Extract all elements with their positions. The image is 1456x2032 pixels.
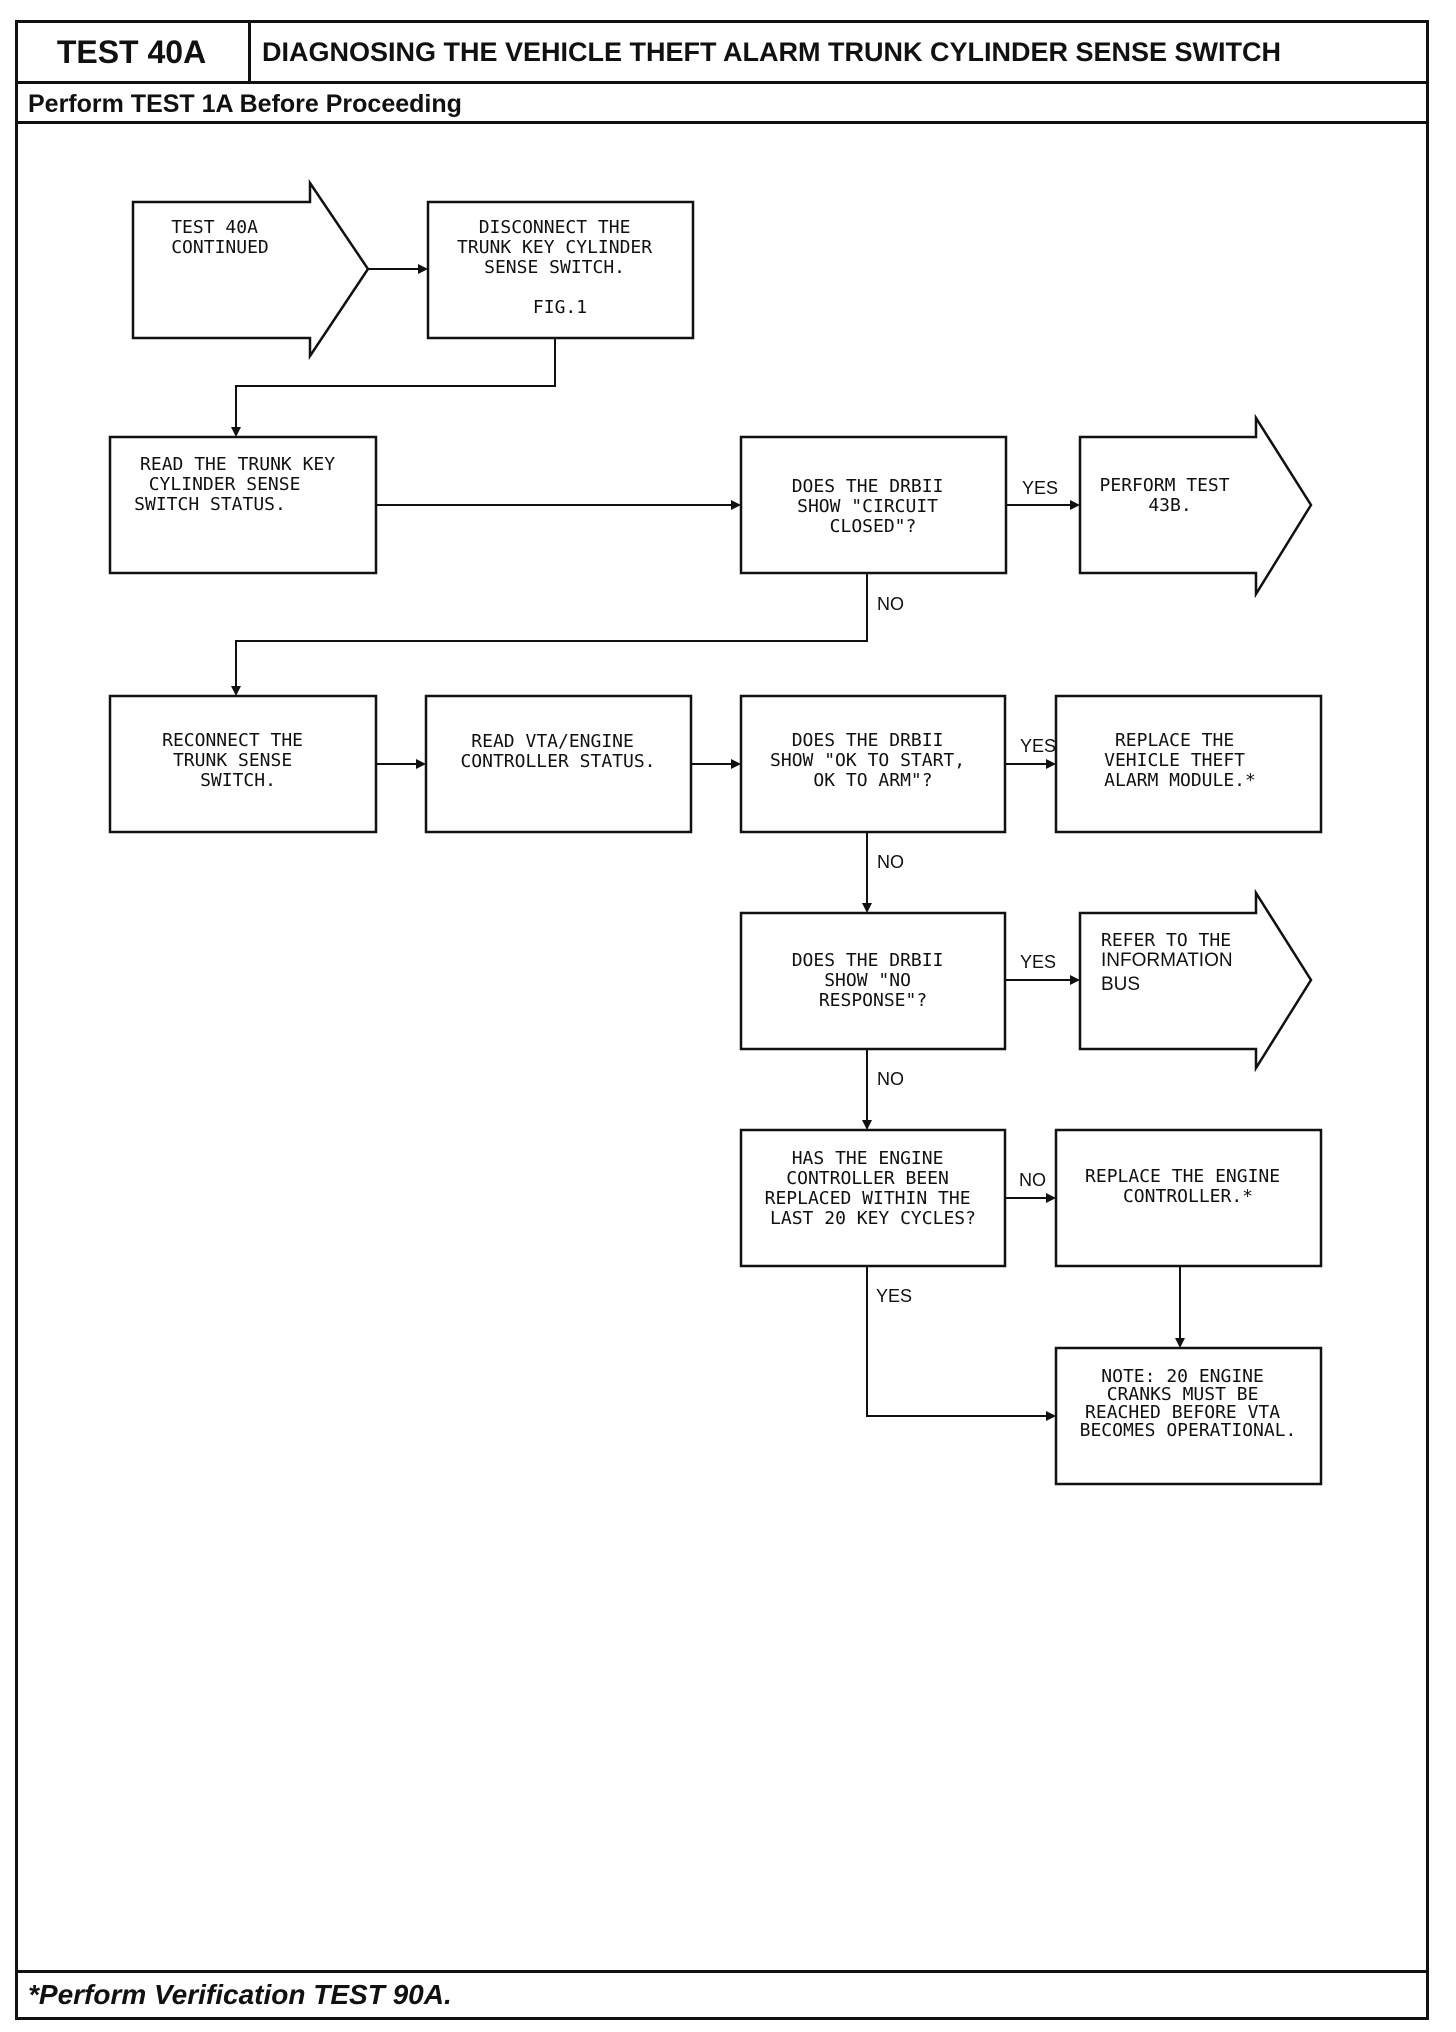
refer-information-bus-text: REFER TO THE INFORMATION BUS: [1101, 930, 1237, 995]
question-controller-replaced-text: HAS THE ENGINE CONTROLLER BEEN REPLACED …: [765, 1148, 982, 1229]
arrowhead: [731, 500, 741, 510]
footer-divider: [15, 1970, 1429, 1973]
arrowhead: [416, 759, 426, 769]
arrowhead: [1070, 975, 1080, 985]
arrowhead: [231, 686, 241, 696]
question-circuit-closed-text: DOES THE DRBII SHOW "CIRCUIT CLOSED"?: [792, 476, 955, 537]
arrowhead: [231, 427, 241, 437]
connector-yes-to-note: [866, 1266, 1048, 1417]
replace-engine-controller-text: REPLACE THE ENGINE CONTROLLER.*: [1085, 1166, 1291, 1207]
label-no-1: NO: [877, 594, 904, 614]
reconnect-box: [108, 694, 378, 834]
note-engine-cranks-text: NOTE: 20 ENGINE CRANKS MUST BE REACHED B…: [1080, 1366, 1297, 1441]
connector-no-to-reconnect: [235, 573, 868, 688]
arrowhead: [731, 759, 741, 769]
connector-disconnect-to-read-trunk: [235, 338, 556, 429]
start-arrow-shape: [131, 178, 370, 361]
footer-note: *Perform Verification TEST 90A.: [28, 1979, 452, 2010]
label-no-4: NO: [1019, 1170, 1046, 1190]
arrowhead: [862, 903, 872, 913]
start-text: TEST 40A CONTINUED: [171, 217, 269, 258]
label-yes-1: YES: [1022, 478, 1058, 498]
arrowhead: [1070, 500, 1080, 510]
disconnect-text: DISCONNECT THE TRUNK KEY CYLINDER SENSE …: [457, 217, 663, 318]
test-title: DIAGNOSING THE VEHICLE THEFT ALARM TRUNK…: [262, 36, 1282, 67]
refer-information-bus-arrow-shape: [1078, 888, 1313, 1073]
question-ok-to-start-text: DOES THE DRBII SHOW "OK TO START, OK TO …: [770, 730, 976, 791]
prerequisite-note: Perform TEST 1A Before Proceeding: [28, 89, 462, 118]
question-no-response-text: DOES THE DRBII SHOW "NO RESPONSE"?: [792, 950, 955, 1011]
question-controller-replaced-box: [739, 1128, 1007, 1268]
replace-engine-controller-box: [1054, 1128, 1323, 1268]
test-id: TEST 40A: [15, 20, 251, 84]
reconnect-text: RECONNECT THE TRUNK SENSE SWITCH.: [162, 730, 314, 791]
perform-43b-text: PERFORM TEST 43B.: [1100, 475, 1241, 516]
arrowhead: [1046, 1411, 1056, 1421]
arrowhead: [418, 264, 428, 274]
read-trunk-box: [108, 435, 378, 575]
label-yes-3: YES: [1020, 952, 1056, 972]
read-trunk-text: READ THE TRUNK KEY CYLINDER SENSE SWITCH…: [134, 454, 346, 515]
read-vta-box: [424, 694, 693, 834]
replace-vta-module-box: [1054, 694, 1323, 834]
arrowhead: [862, 1120, 872, 1130]
label-yes-2: YES: [1020, 736, 1056, 756]
question-no-response-box: [739, 911, 1007, 1051]
replace-vta-module-text: REPLACE THE VEHICLE THEFT ALARM MODULE.*: [1104, 730, 1256, 791]
header-row: [15, 20, 1429, 84]
arrowhead: [1175, 1338, 1185, 1348]
prereq-row: [15, 84, 1429, 124]
disconnect-box: [426, 200, 695, 340]
label-yes-4: YES: [876, 1286, 912, 1306]
label-no-3: NO: [877, 1069, 904, 1089]
question-ok-to-start-box: [739, 694, 1007, 834]
arrowhead: [1046, 1193, 1056, 1203]
note-engine-cranks-box: [1054, 1346, 1323, 1486]
label-no-2: NO: [877, 852, 904, 872]
read-vta-text: READ VTA/ENGINE CONTROLLER STATUS.: [460, 731, 655, 772]
perform-43b-arrow-shape: [1078, 413, 1313, 599]
question-circuit-closed-box: [739, 435, 1008, 575]
arrowhead: [1046, 759, 1056, 769]
